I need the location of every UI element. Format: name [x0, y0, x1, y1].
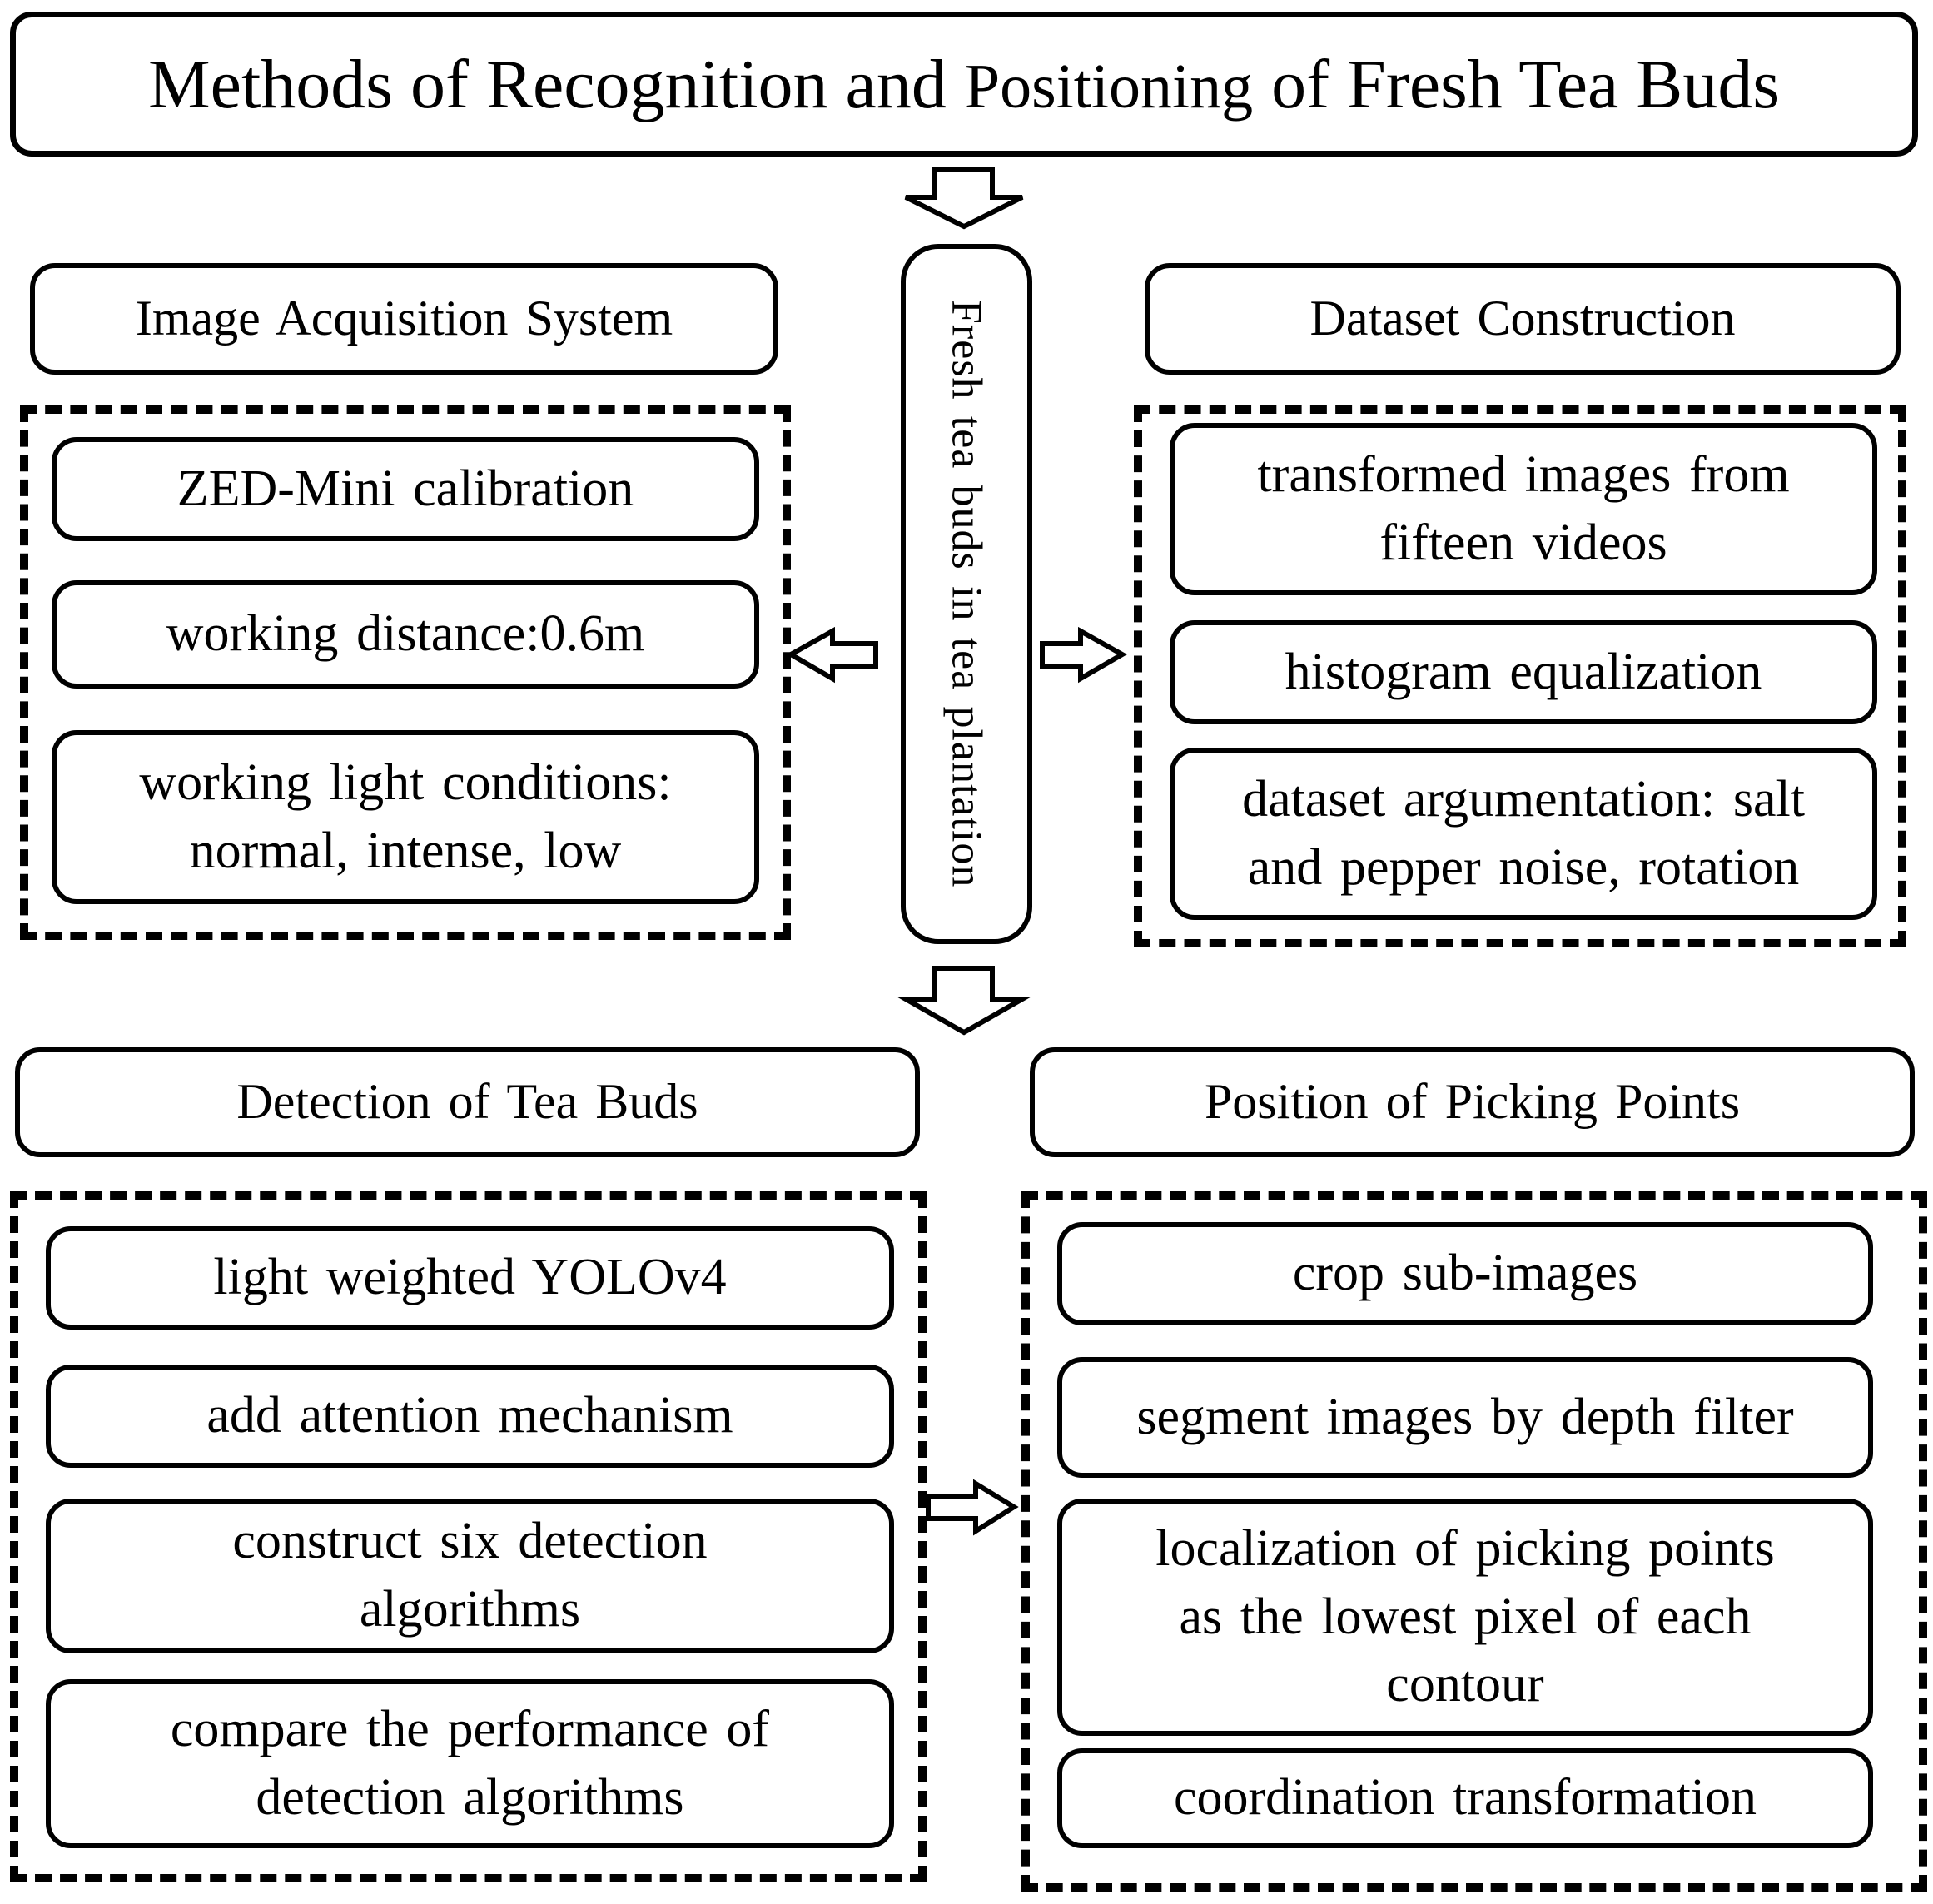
dataset-item-label: histogram equalization — [1285, 643, 1762, 700]
acquisition-item-label: working light conditions: normal, intens… — [139, 753, 672, 879]
title-part-1: Methods of Recognition and — [147, 45, 947, 123]
header-dataset-construction: Dataset Construction — [1145, 263, 1901, 375]
picking-item-label: coordination transformation — [1173, 1769, 1757, 1827]
detection-group-outline — [10, 1191, 927, 1882]
header-label: Detection of Tea Buds — [236, 1074, 698, 1130]
arrow-right-center-icon — [1040, 626, 1128, 684]
picking-item: crop sub-images — [1057, 1222, 1873, 1325]
acquisition-item-label: working distance:0.6m — [166, 605, 645, 663]
acquisition-item: working distance:0.6m — [52, 580, 759, 689]
picking-item-label: crop sub-images — [1292, 1245, 1638, 1302]
header-picking-points: Position of Picking Points — [1030, 1047, 1915, 1157]
header-label: Position of Picking Points — [1204, 1074, 1741, 1130]
acquisition-item: ZED-Mini calibration — [52, 437, 759, 541]
central-flow-box: Fresh tea buds in tea plantation — [901, 244, 1032, 944]
arrow-down-title-icon — [904, 167, 1024, 230]
detection-item-label: construct six detection algorithms — [232, 1513, 708, 1638]
detection-item-label: light weighted YOLOv4 — [213, 1249, 727, 1306]
header-image-acquisition: Image Acquisition System — [30, 263, 778, 375]
detection-item-label: compare the performance of detection alg… — [170, 1700, 770, 1826]
picking-item: segment images by depth filter — [1057, 1357, 1873, 1478]
detection-item-label: add attention mechanism — [206, 1387, 733, 1444]
arrow-right-bottom-icon — [926, 1479, 1019, 1536]
detection-item: light weighted YOLOv4 — [46, 1226, 894, 1330]
arrow-down-center-icon — [896, 966, 1032, 1036]
detection-item: construct six detection algorithms — [46, 1499, 894, 1653]
header-label: Image Acquisition System — [135, 291, 673, 346]
header-detection: Detection of Tea Buds — [15, 1047, 920, 1157]
dataset-item: histogram equalization — [1170, 620, 1877, 724]
header-label: Dataset Construction — [1309, 291, 1736, 346]
dataset-item-label: dataset argumentation: salt and pepper n… — [1242, 770, 1805, 896]
acquisition-item: working light conditions: normal, intens… — [52, 730, 759, 904]
dataset-item: dataset argumentation: salt and pepper n… — [1170, 748, 1877, 920]
picking-item: localization of picking points as the lo… — [1057, 1499, 1873, 1736]
picking-item: coordination transformation — [1057, 1748, 1873, 1848]
picking-item-label: segment images by depth filter — [1136, 1388, 1794, 1445]
acquisition-group-outline — [20, 405, 791, 940]
detection-item: add attention mechanism — [46, 1365, 894, 1468]
title-part-3: of Fresh Tea Buds — [1271, 45, 1781, 123]
dataset-group-outline — [1134, 405, 1906, 947]
title-part-2: Positioning — [964, 51, 1254, 122]
detection-item: compare the performance of detection alg… — [46, 1679, 894, 1848]
arrow-left-center-icon — [785, 626, 878, 684]
picking-group-outline — [1021, 1191, 1927, 1892]
acquisition-item-label: ZED-Mini calibration — [176, 460, 634, 517]
picking-item-label: localization of picking points as the lo… — [1155, 1519, 1775, 1713]
dataset-item: transformed images from fifteen videos — [1170, 423, 1877, 595]
dataset-item-label: transformed images from fifteen videos — [1257, 445, 1790, 571]
central-flow-label: Fresh tea buds in tea plantation — [942, 300, 991, 888]
